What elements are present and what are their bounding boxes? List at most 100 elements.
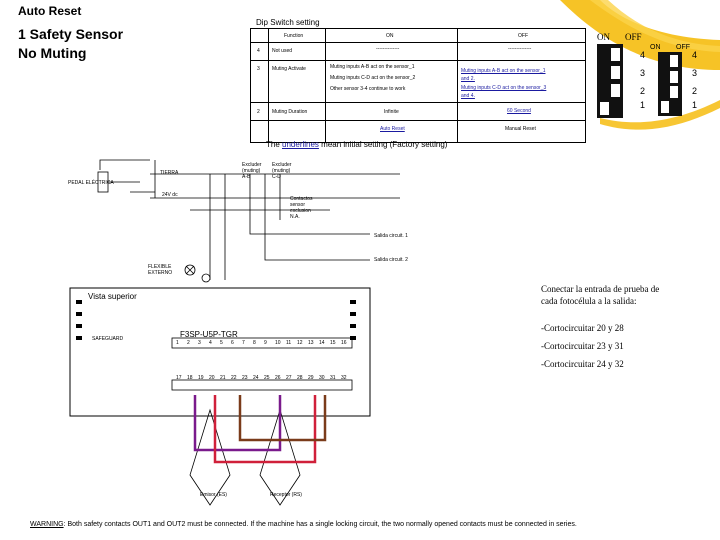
terminal-number: 18 xyxy=(187,375,193,381)
terminal-number: 10 xyxy=(275,340,281,346)
col-function: Function xyxy=(284,33,304,39)
dip-1-num-4: 4 xyxy=(640,50,646,60)
instruction-item-3: -Cortocircuitar 24 y 32 xyxy=(541,359,624,369)
salida2-label: Salida circuit. 2 xyxy=(374,257,408,263)
dip-2-num-4: 4 xyxy=(692,50,698,60)
wiring-schematic xyxy=(69,159,400,506)
terminal-number: 32 xyxy=(341,375,347,381)
dip-switch-2-on: ON xyxy=(650,44,661,51)
salida1-label: Salida circuit. 1 xyxy=(374,233,408,239)
dip-2-num-1: 1 xyxy=(692,100,698,110)
flexible-label: FLEXIBLE EXTERNO xyxy=(148,264,173,276)
no-muting-title: No Muting xyxy=(18,45,87,61)
receptor-label: Emisor (ES) xyxy=(200,492,227,498)
tierra-label: TIERRA xyxy=(160,170,179,176)
terminal-number: 3 xyxy=(198,340,201,346)
excluder-ab-label: Excluder (muting) A-B xyxy=(242,162,262,180)
terminal-number: 20 xyxy=(209,375,215,381)
terminal-number: 5 xyxy=(220,340,223,346)
terminal-number: 19 xyxy=(198,375,204,381)
dip-1-toggle-3[interactable] xyxy=(611,66,620,79)
terminal-number: 25 xyxy=(264,375,270,381)
row3-off-2: and 2. xyxy=(461,76,475,82)
terminal-number: 12 xyxy=(297,340,303,346)
row1-on: Auto Reset xyxy=(380,126,405,132)
col-off: OFF xyxy=(518,33,528,39)
terminal-number: 27 xyxy=(286,375,292,381)
dip-switch-1-off: OFF xyxy=(625,32,642,42)
dip-1-num-3: 3 xyxy=(640,68,646,78)
row3-function: Muting Activate xyxy=(272,66,306,72)
terminal-number: 13 xyxy=(308,340,314,346)
terminal-number: 6 xyxy=(231,340,234,346)
terminal-number: 22 xyxy=(231,375,237,381)
col-on: ON xyxy=(386,33,394,39)
dip-switch-1-on: ON xyxy=(597,32,610,42)
terminal-number: 2 xyxy=(187,340,190,346)
excluder-cd-label: Excluder (muting) C-D xyxy=(272,162,292,180)
dip-1-toggle-1[interactable] xyxy=(600,102,609,115)
v24-label: 24V dc xyxy=(162,192,178,198)
terminal-number: 16 xyxy=(341,340,347,346)
row2-off: 60 Second xyxy=(507,108,531,114)
row3-on-3: Other sensor 3-4 continue to work xyxy=(330,86,406,92)
dip-1-toggle-2[interactable] xyxy=(611,84,620,97)
dip-2-num-2: 2 xyxy=(692,86,698,96)
vista-label: Vista superior xyxy=(88,292,137,301)
dip-2-toggle-1[interactable] xyxy=(661,101,669,113)
dip-2-toggle-2[interactable] xyxy=(670,86,678,98)
row3-num: 3 xyxy=(257,66,260,72)
safety-sensor-title: 1 Safety Sensor xyxy=(18,26,124,42)
dip-table-title: Dip Switch setting xyxy=(256,18,320,27)
terminal-number: 1 xyxy=(176,340,179,346)
terminal-number: 31 xyxy=(330,375,336,381)
model-label: F3SP-U5P-TGR xyxy=(180,330,238,339)
row2-num: 2 xyxy=(257,109,260,115)
row2-on: Infinite xyxy=(384,109,399,115)
row4-off: -------------- xyxy=(508,46,532,52)
dip-1-num-2: 2 xyxy=(640,86,646,96)
terminal-number: 4 xyxy=(209,340,212,346)
pedal-label: PEDAL ELÉCTRICA xyxy=(68,180,114,186)
terminal-number: 21 xyxy=(220,375,226,381)
dip-table-footnote: The underlines mean initial setting (Fac… xyxy=(266,140,448,149)
emisor-label: Receptor (RS) xyxy=(270,492,302,498)
terminal-number: 26 xyxy=(275,375,281,381)
terminal-number: 9 xyxy=(264,340,267,346)
terminal-number: 30 xyxy=(319,375,325,381)
row3-on-1: Muting inputs A-B act on the sensor_1 xyxy=(330,64,415,70)
instruction-item-1: -Cortocircuitar 20 y 28 xyxy=(541,323,624,333)
row4-num: 4 xyxy=(257,48,260,54)
terminal-number: 24 xyxy=(253,375,259,381)
terminal-number: 28 xyxy=(297,375,303,381)
instruction-item-2: -Cortocircuitar 23 y 31 xyxy=(541,341,624,351)
row3-off-3: Muting inputs C-D act on the sensor_3 xyxy=(461,85,547,91)
connect-instructions: Conectar la entrada de prueba de cada fo… xyxy=(541,284,660,306)
row4-on: -------------- xyxy=(376,46,400,52)
dip-2-num-3: 3 xyxy=(692,68,698,78)
row3-off-1: Muting inputs A-B act on the sensor_1 xyxy=(461,68,546,74)
warning-note: WARNING: Both safety contacts OUT1 and O… xyxy=(30,521,577,528)
terminal-number: 17 xyxy=(176,375,182,381)
terminal-number: 23 xyxy=(242,375,248,381)
dip-1-toggle-4[interactable] xyxy=(611,48,620,61)
dip-1-num-1: 1 xyxy=(640,100,646,110)
dip-switch-2-off: OFF xyxy=(676,44,690,51)
terminal-number: 8 xyxy=(253,340,256,346)
row3-on-2: Muting inputs C-D act on the sensor_2 xyxy=(330,75,416,81)
brand-label: SAFEGUARD xyxy=(92,336,124,342)
terminal-number: 15 xyxy=(330,340,336,346)
row2-function: Muting Duration xyxy=(272,109,308,115)
contacts-label: Contactos sensor exclusion N.A. xyxy=(290,196,313,220)
row1-off: Manual Reset xyxy=(505,126,536,132)
terminal-number: 11 xyxy=(286,340,292,346)
terminal-number: 29 xyxy=(308,375,314,381)
dip-2-toggle-3[interactable] xyxy=(670,71,678,83)
dip-2-toggle-4[interactable] xyxy=(670,55,678,67)
auto-reset-title: Auto Reset xyxy=(18,4,82,18)
terminal-number: 14 xyxy=(319,340,325,346)
row4-function: Not used xyxy=(272,48,293,54)
row3-off-4: and 4. xyxy=(461,93,475,99)
terminal-number: 7 xyxy=(242,340,245,346)
